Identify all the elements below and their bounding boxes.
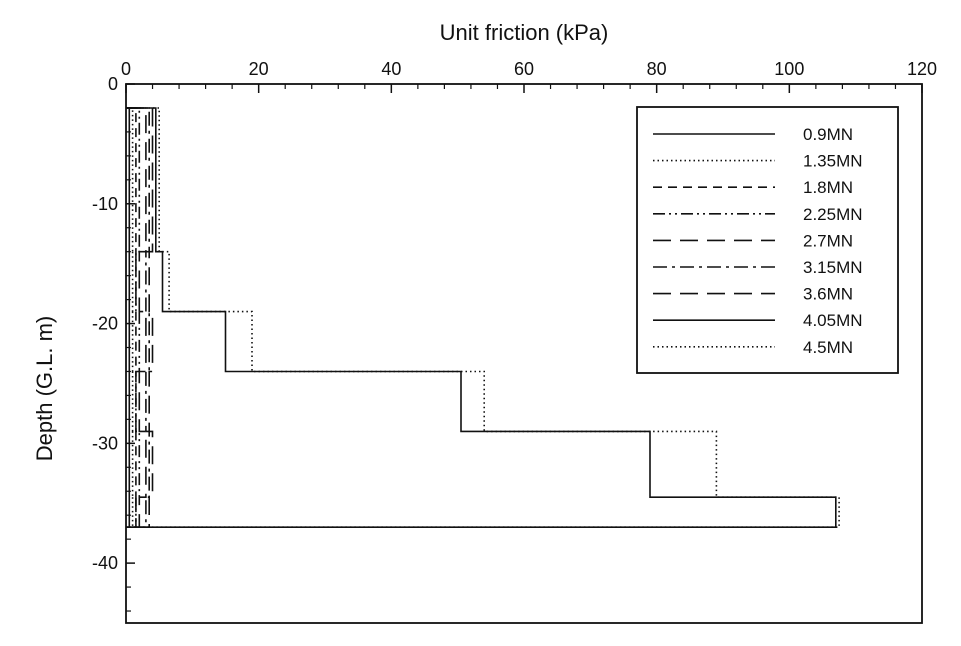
y-tick-label: -30 <box>92 433 118 453</box>
legend-label: 3.6MN <box>803 285 853 304</box>
legend-label: 3.15MN <box>803 258 863 277</box>
y-tick-label: 0 <box>108 74 118 94</box>
x-tick-label: 60 <box>514 59 534 79</box>
legend-label: 4.05MN <box>803 311 863 330</box>
x-tick-label: 40 <box>381 59 401 79</box>
series-line-2-7mn <box>126 107 147 529</box>
y-axis-title: Depth (G.L. m) <box>32 316 57 461</box>
legend-label: 2.25MN <box>803 205 863 224</box>
series-line-3-6mn <box>126 107 154 529</box>
y-tick-label: -20 <box>92 314 118 334</box>
x-tick-label: 120 <box>907 59 937 79</box>
x-tick-label: 0 <box>121 59 131 79</box>
legend-label: 1.35MN <box>803 152 863 171</box>
axes: 0 20 40 60 80 100 120 0 -10 -20 -30 -40 <box>92 59 937 612</box>
legend-label: 1.8MN <box>803 178 853 197</box>
x-axis-title: Unit friction (kPa) <box>440 20 609 45</box>
x-tick-label: 100 <box>774 59 804 79</box>
y-tick-label: -10 <box>92 194 118 214</box>
legend-label: 4.5MN <box>803 338 853 357</box>
y-tick-label: -40 <box>92 553 118 573</box>
x-tick-label: 80 <box>647 59 667 79</box>
x-tick-label: 20 <box>249 59 269 79</box>
legend: 0.9MN 1.35MN 1.8MN 2.25MN 2.7MN 3.15MN 3.6MN 4.… <box>636 106 899 374</box>
series-line-1-35mn <box>126 107 134 529</box>
legend-label: 2.7MN <box>803 231 853 250</box>
legend-label: 0.9MN <box>803 125 853 144</box>
data-lines <box>126 107 840 529</box>
series-line-4-05mn <box>126 107 837 529</box>
series-line-1-8mn <box>126 107 137 529</box>
